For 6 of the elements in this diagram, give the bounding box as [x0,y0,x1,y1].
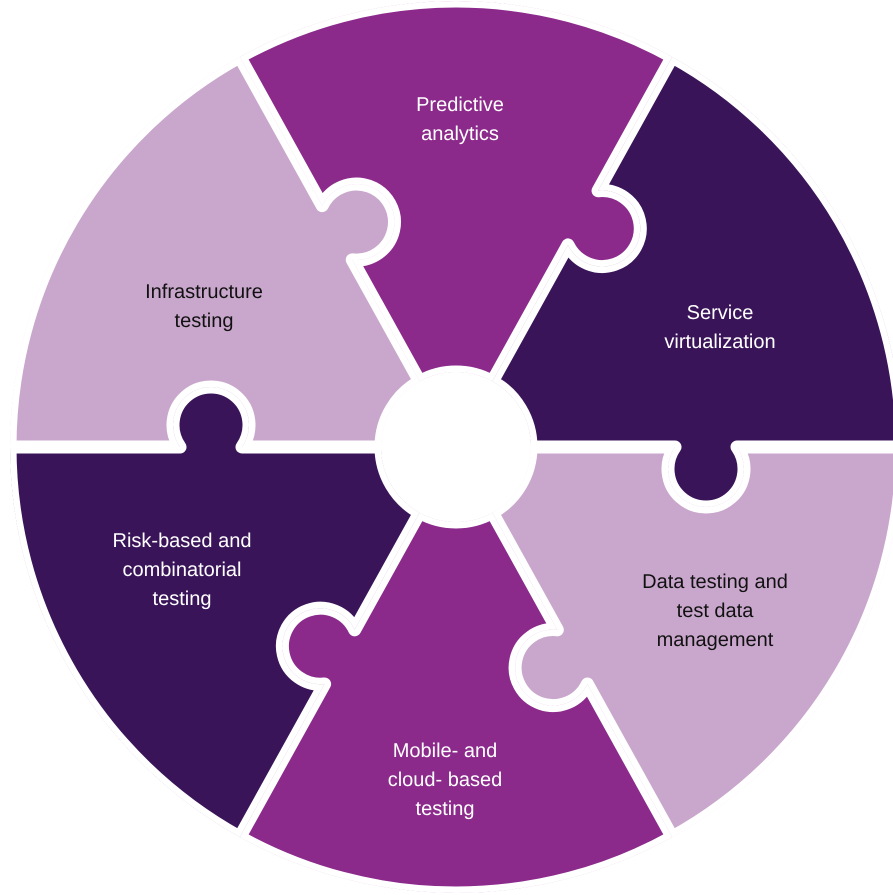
piece-label: Service virtualization [663,301,777,355]
piece-label: Risk-based and combinatorial testing [112,528,252,612]
piece-label: Predictive analytics [415,93,505,147]
piece-label: Infrastructure testing [144,280,264,334]
piece-label: Mobile- and cloud- based testing [386,738,504,822]
piece-label: Data testing and test data management [641,570,789,652]
